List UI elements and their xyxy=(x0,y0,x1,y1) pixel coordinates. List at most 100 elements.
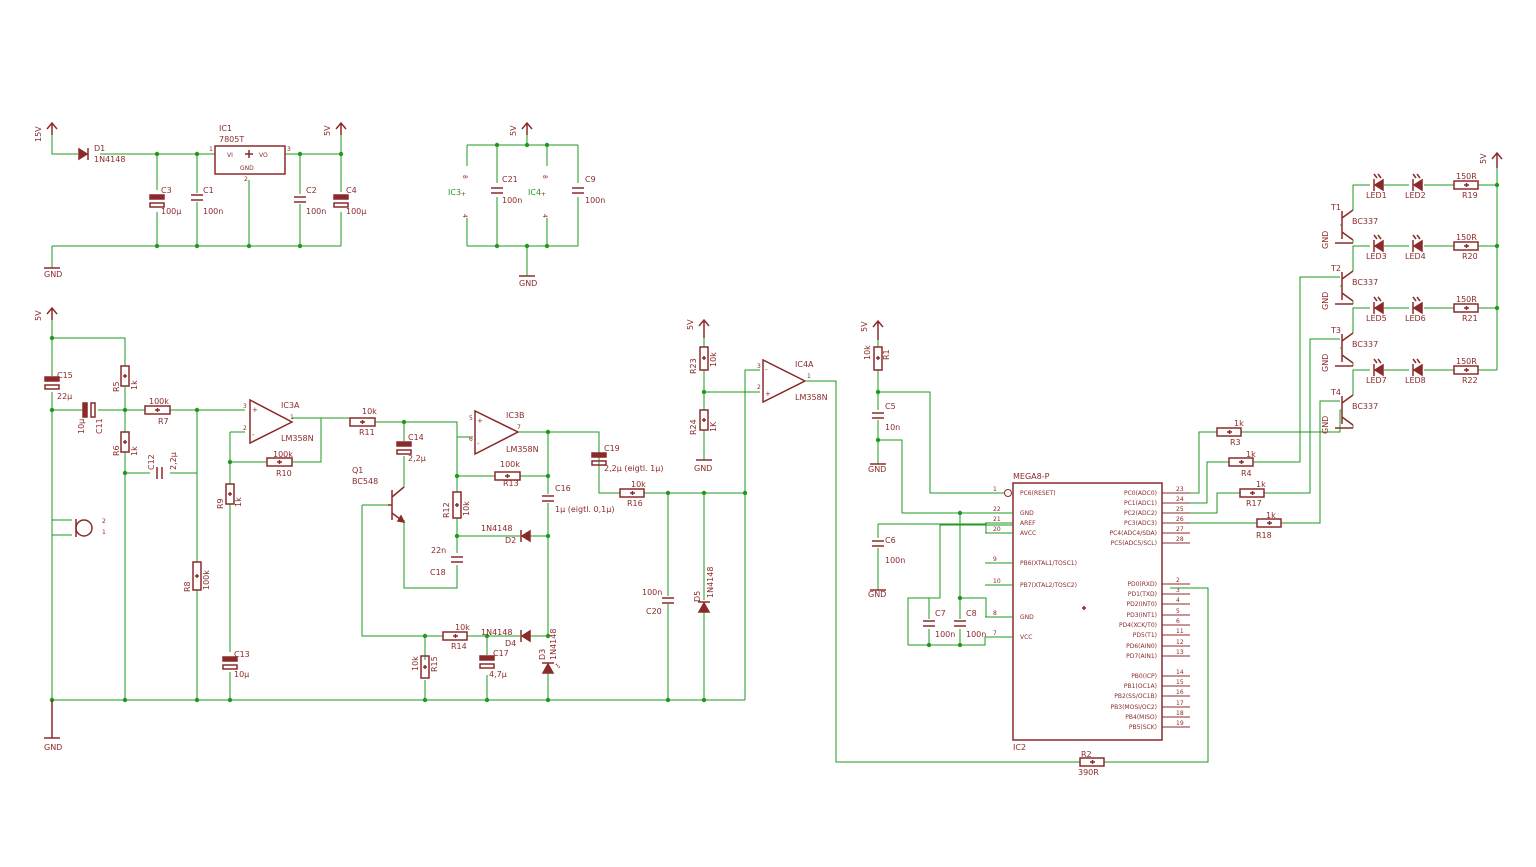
c2-name: C2 xyxy=(306,186,317,195)
svg-text:PD3(INT1): PD3(INT1) xyxy=(1127,612,1157,619)
svg-text:R10: R10 xyxy=(276,469,292,478)
gnd-symbol-1: GND xyxy=(44,267,62,279)
svg-text:C12: C12 xyxy=(147,454,156,470)
svg-text:R15: R15 xyxy=(430,656,439,672)
svg-text:4: 4 xyxy=(541,214,548,218)
supply-15v-symbol: 15V xyxy=(34,121,58,142)
svg-text:18: 18 xyxy=(1176,710,1184,717)
ic4-power-pins: 8 4 IC4 + xyxy=(528,175,548,218)
ic1-pin2: 2 xyxy=(244,176,248,183)
svg-text:IC3B: IC3B xyxy=(506,411,525,420)
opamp-ic4a: -+ 321 IC4A LM358N xyxy=(757,358,828,404)
diode-d5: D5 1N4148 xyxy=(693,567,715,613)
resistor-r9: R9 1k xyxy=(216,483,243,509)
svg-text:7: 7 xyxy=(993,630,997,637)
svg-text:R2: R2 xyxy=(1081,750,1092,759)
svg-text:2: 2 xyxy=(1176,577,1180,584)
svg-text:AREF: AREF xyxy=(1020,520,1036,527)
svg-text:6: 6 xyxy=(1176,618,1180,625)
svg-text:10k: 10k xyxy=(362,407,377,416)
svg-text:C15: C15 xyxy=(57,371,73,380)
resistor-r13: 100k R13 xyxy=(494,460,521,488)
svg-text:23: 23 xyxy=(1176,486,1184,493)
svg-text:27: 27 xyxy=(1176,526,1184,533)
svg-text:10n: 10n xyxy=(885,423,900,432)
svg-text:R5: R5 xyxy=(112,381,121,392)
svg-text:19: 19 xyxy=(1176,720,1184,727)
svg-text:100n: 100n xyxy=(935,630,955,639)
svg-text:1: 1 xyxy=(993,486,997,493)
capacitor-c15: C15 22µ xyxy=(44,371,73,401)
svg-text:100n: 100n xyxy=(585,196,605,205)
svg-text:R14: R14 xyxy=(451,642,467,651)
opamp-ic3a: +- 321 IC3A LM358N xyxy=(243,398,314,445)
svg-text:4,7µ: 4,7µ xyxy=(489,670,507,679)
led-led3: LED3 xyxy=(1366,234,1387,261)
svg-text:22: 22 xyxy=(993,506,1001,513)
capacitor-c12: C12 2,2µ xyxy=(147,452,178,479)
svg-text:BC337: BC337 xyxy=(1352,217,1378,226)
svg-text:5V: 5V xyxy=(509,125,518,136)
c1-name: C1 xyxy=(203,186,214,195)
resistor-r8: R8 100k xyxy=(183,561,211,592)
svg-text:T4: T4 xyxy=(1330,388,1341,397)
svg-text:10µ: 10µ xyxy=(77,419,86,434)
capacitor-c9: C9 100n xyxy=(572,175,605,205)
svg-text:PC4(ADC4/SDA): PC4(ADC4/SDA) xyxy=(1110,530,1158,537)
svg-text:21: 21 xyxy=(993,516,1001,523)
svg-text:2,2µ: 2,2µ xyxy=(408,454,426,463)
decoupling-section: 5V 8 4 IC3 + C21 100n 8 4 IC4 + C9 100n … xyxy=(448,121,605,288)
diode-d1: D1 1N4148 xyxy=(78,144,125,164)
svg-text:C13: C13 xyxy=(234,650,250,659)
svg-text:BC337: BC337 xyxy=(1352,402,1378,411)
resistor-r1: 10k R1 xyxy=(863,345,891,371)
capacitor-c17: C17 4,7µ xyxy=(479,649,509,679)
d1-value: 1N4148 xyxy=(94,155,125,164)
led-led5: LED5 xyxy=(1366,296,1387,323)
ic4p-name: IC4 xyxy=(528,188,541,197)
svg-text:1k: 1k xyxy=(234,497,243,507)
svg-text:GND: GND xyxy=(868,590,886,599)
svg-text:R11: R11 xyxy=(359,428,375,437)
svg-text:PC2(ADC2): PC2(ADC2) xyxy=(1124,510,1157,517)
svg-text:PD0(RXD): PD0(RXD) xyxy=(1127,581,1157,588)
c2-value: 100n xyxy=(306,207,326,216)
svg-text:R24: R24 xyxy=(689,419,698,435)
svg-text:2: 2 xyxy=(102,518,106,525)
svg-text:20: 20 xyxy=(993,526,1001,533)
capacitor-c4: C4 100µ xyxy=(333,186,366,216)
svg-text:PC0(ADC0): PC0(ADC0) xyxy=(1124,490,1157,497)
svg-text:PD1(TXD): PD1(TXD) xyxy=(1128,591,1157,598)
svg-text:LED7: LED7 xyxy=(1366,376,1387,385)
svg-text:1N4148: 1N4148 xyxy=(481,524,512,533)
svg-text:150R: 150R xyxy=(1456,172,1477,181)
capacitor-c11: C11 10µ xyxy=(77,402,104,434)
svg-text:C6: C6 xyxy=(885,536,896,545)
capacitor-c14: C14 2,2µ xyxy=(396,433,426,463)
svg-text:1N4148: 1N4148 xyxy=(549,629,558,660)
svg-text:PB0(ICP): PB0(ICP) xyxy=(1131,673,1157,680)
resistor-r5: R5 1k xyxy=(112,365,139,410)
svg-text:R9: R9 xyxy=(216,498,225,509)
svg-text:GND: GND xyxy=(1020,614,1034,621)
svg-text:PB4(MISO): PB4(MISO) xyxy=(1125,714,1157,721)
resistor-r12: R12 10k xyxy=(442,491,471,519)
capacitor-c16: C16 1µ (eigtl. 0,1µ) xyxy=(542,484,614,514)
svg-text:C8: C8 xyxy=(966,609,977,618)
svg-text:GND: GND xyxy=(44,743,62,752)
transistor-q1: Q1 BC548 xyxy=(352,466,406,523)
power-supply-section: 15V D1 1N4148 IC1 7805T VI VO GND 1 3 2 … xyxy=(34,121,366,279)
svg-text:PB6(XTAL1/TOSC1): PB6(XTAL1/TOSC1) xyxy=(1020,560,1077,567)
svg-text:R8: R8 xyxy=(183,581,192,592)
